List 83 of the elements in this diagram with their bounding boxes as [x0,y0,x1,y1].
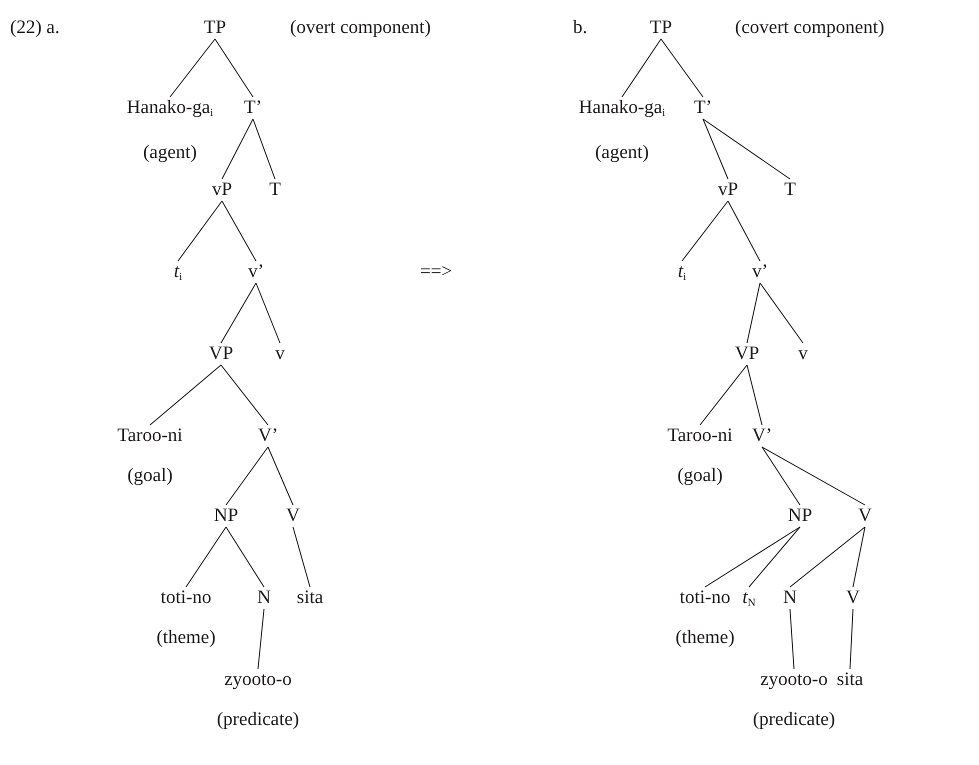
example-label: b. [573,17,588,39]
tree-branch [220,364,268,426]
tree-label: v [275,343,285,365]
role-label: (theme) [156,627,216,649]
role-label: (goal) [126,465,174,487]
tree-branch [622,38,662,98]
tree-label: V [858,505,872,527]
tree-branch [150,364,222,426]
tree-label: TP [204,17,226,39]
tree-label: v’ [248,261,264,283]
role-label: (predicate) [752,709,836,731]
tree-label: V [846,587,860,609]
tree-branch [746,282,760,344]
tree-label: T [269,179,281,201]
tree-branch [748,526,800,588]
tree-branch [226,526,264,588]
tree-branch [292,526,310,588]
tree-branch [790,526,866,588]
tree-label: Taroo-ni [667,425,733,447]
tree-branch [760,282,804,344]
tree-label: v’ [752,261,768,283]
tree-label: toti-no [160,587,212,609]
tree-label: toti-no [678,587,732,609]
tree-branch [682,200,728,262]
role-label: (theme) [675,627,735,649]
tree-label: Taroo-ni [117,425,183,447]
tree-branch [268,446,294,506]
tree-branch [762,446,800,506]
tree-label: t$_{i}$ [678,261,686,285]
tree-branch [226,446,268,506]
tree-label: N [257,587,271,609]
tree-branch [852,526,866,588]
tree-label: VP [734,343,760,365]
tree-label: t$_{i}$ [174,261,182,285]
tree-label: zyooto-o [759,669,829,691]
tree-label: VP [208,343,234,365]
tree-branch [702,118,728,180]
tree-label: sita [296,587,324,609]
tree-label: vP [718,179,738,201]
tree-branch [256,282,280,344]
tree-branch [222,118,254,180]
tree-label: vP [212,179,232,201]
role-label: (predicate) [216,709,300,731]
tree-branch [746,364,762,426]
tree-branch [258,608,264,670]
example-label: (22) a. [10,17,60,39]
tree-branch [178,200,222,262]
role-label: (goal) [676,465,724,487]
tree-branch [186,526,226,588]
tree-branch [214,38,254,98]
example-label: ==> [420,261,452,283]
tree-label: TP [650,17,672,39]
tree-label: T’ [694,97,712,119]
tree-label: NP [788,505,812,527]
role-label: (agent) [142,142,198,164]
annotation: (covert component) [735,17,884,39]
tree-label: N [783,587,797,609]
tree-label: V [286,505,300,527]
tree-label: Hanako-ga$_{i}$ [126,97,214,121]
tree-branch [252,118,276,180]
tree-branch [222,200,256,262]
tree-label: t$_{N}$ [742,587,756,611]
tree-branch [850,608,854,670]
tree-label: NP [214,505,238,527]
tree-branch [704,526,800,588]
tree-label: T’ [244,97,262,119]
tree-branch [790,608,794,670]
tree-branch [702,118,790,180]
role-label: (agent) [594,142,650,164]
annotation: (overt component) [290,17,431,39]
tree-branch [170,38,216,98]
tree-label: T [784,179,796,201]
tree-branch [660,38,704,98]
tree-branch [762,446,866,506]
tree-branch [728,200,760,262]
tree-label: sita [836,669,864,691]
tree-label: Hanako-ga$_{i}$ [578,97,666,121]
tree-branch [220,282,256,344]
tree-branch [700,364,748,426]
tree-label: v [798,343,808,365]
tree-label: V’ [258,425,278,447]
tree-label: V’ [752,425,772,447]
tree-label: zyooto-o [223,669,293,691]
